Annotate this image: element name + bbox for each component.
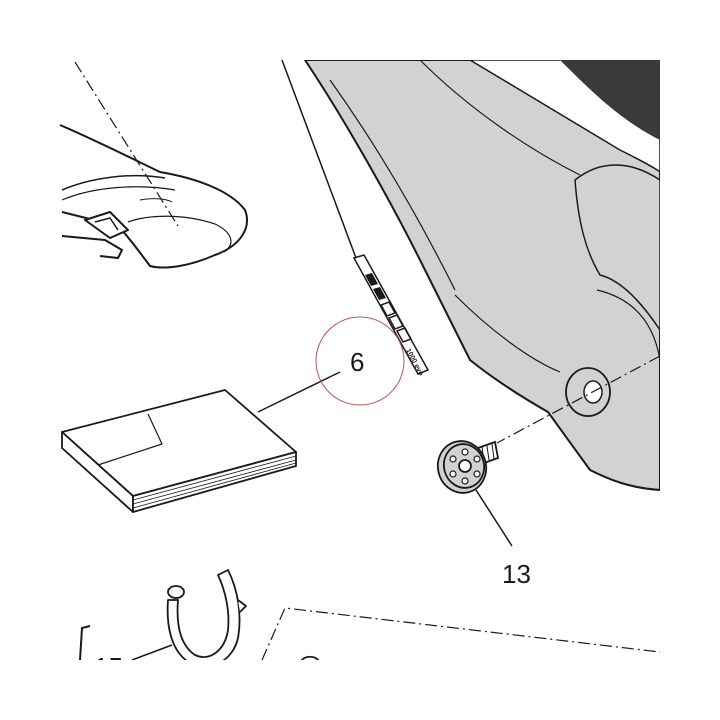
cut-off-part-fragment [300,655,320,660]
callout-6-label: 6 [350,347,364,377]
hook-leader-line [131,644,173,661]
fastener-axis-line [496,355,661,444]
callout-13-label: 13 [502,559,531,589]
booklet-leader-line [257,371,341,413]
fairing-panel-part [303,59,661,492]
hook-part [166,569,247,668]
decal-strip [352,254,430,375]
bracket-fragment [79,625,91,661]
owners-manual-booklet [61,389,297,513]
sub-assembly-boundary [261,607,661,661]
callout-highlight-circle [315,316,405,406]
callout-15-label: 15 [94,652,123,682]
mirror-housing-part [59,124,248,269]
fastener-leader-line [475,489,513,547]
fastener-part [436,440,500,494]
mirror-axis-line [74,61,179,227]
decal-leader-line [281,59,357,259]
